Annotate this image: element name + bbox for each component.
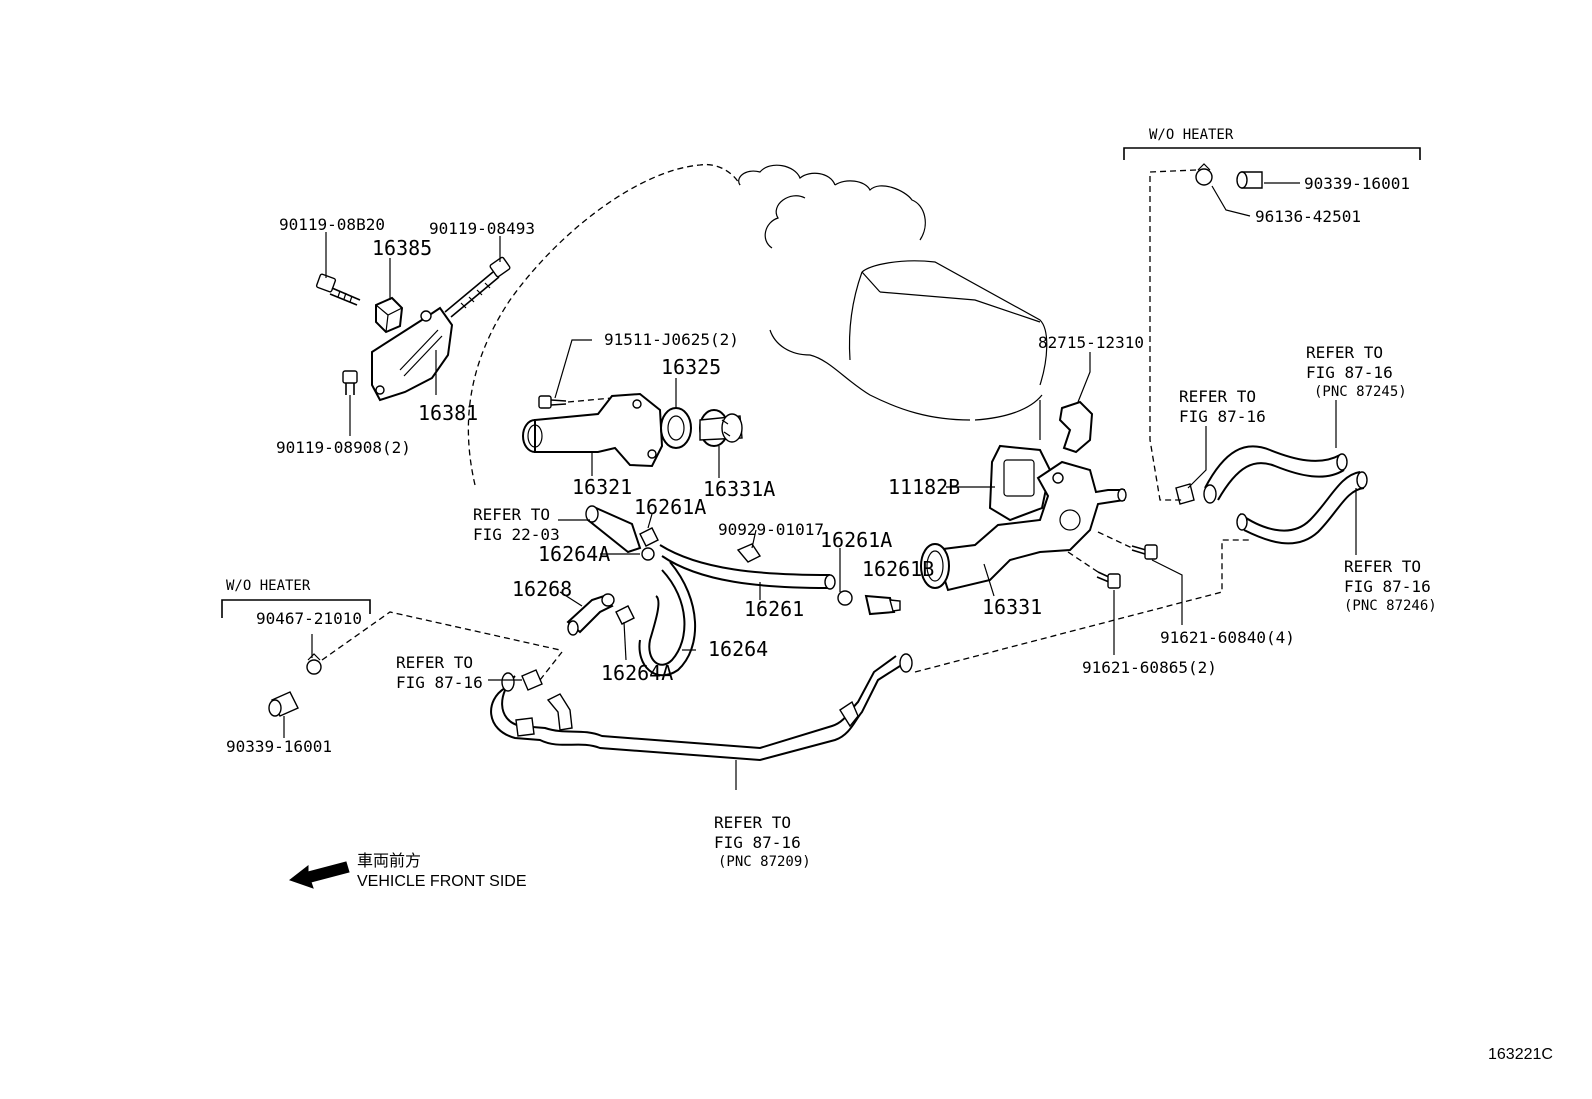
label-16331: 16331 bbox=[982, 595, 1042, 619]
label-90339-16001-left: 90339-16001 bbox=[226, 737, 332, 756]
direction-japanese: 車両前方 bbox=[357, 852, 421, 870]
label-16385: 16385 bbox=[372, 236, 432, 260]
label-91621-60865: 91621-60865(2) bbox=[1082, 658, 1217, 677]
clip-fig87-16-left bbox=[521, 669, 543, 691]
wo-heater-left-title: W/O HEATER bbox=[226, 578, 311, 594]
hose-87245 bbox=[1204, 445, 1345, 501]
hose-87246 bbox=[1239, 471, 1365, 545]
label-16325: 16325 bbox=[661, 355, 721, 379]
clip-16264a-top bbox=[641, 547, 655, 561]
label-91621-60840: 91621-60840(4) bbox=[1160, 628, 1295, 647]
label-16264: 16264 bbox=[708, 637, 768, 661]
connection-line bbox=[914, 539, 1252, 673]
label-16331a: 16331A bbox=[703, 477, 775, 501]
label-90929-01017: 90929-01017 bbox=[718, 520, 824, 539]
water-outlet-assembly bbox=[920, 352, 1183, 655]
fitting-16261b bbox=[864, 594, 901, 616]
label-11182b: 11182B bbox=[888, 475, 960, 499]
label-16264a-bottom: 16264A bbox=[601, 661, 673, 685]
refer-87245-line3: (PNC 87245) bbox=[1314, 384, 1407, 400]
bolt-90119-08493 bbox=[444, 256, 511, 318]
connector-fig22-03 bbox=[585, 505, 642, 554]
label-16261a-top: 16261A bbox=[634, 495, 706, 519]
label-16268: 16268 bbox=[512, 577, 572, 601]
label-90119-08b20: 90119-08B20 bbox=[279, 215, 385, 234]
plug-90339-16001-right bbox=[1236, 171, 1263, 189]
clip-16261a-top bbox=[639, 527, 659, 547]
leader-16331 bbox=[983, 563, 995, 597]
label-16261: 16261 bbox=[744, 597, 804, 621]
bolt-91621-60840 bbox=[1131, 544, 1158, 560]
refer-fig22-03-line2: FIG 22-03 bbox=[473, 525, 560, 544]
bolt-91511-j0625 bbox=[538, 395, 567, 409]
refer-87246-line3: (PNC 87246) bbox=[1344, 598, 1437, 614]
refer-87209-line2: FIG 87-16 bbox=[714, 833, 801, 852]
front-arrow-icon bbox=[288, 861, 350, 889]
refer-87246-line1: REFER TO bbox=[1344, 557, 1421, 576]
wo-heater-right-title: W/O HEATER bbox=[1149, 127, 1234, 143]
clamp-90467-21010 bbox=[306, 653, 322, 675]
direction-english: VEHICLE FRONT SIDE bbox=[357, 873, 527, 890]
clip-fig87-16-top bbox=[1175, 483, 1195, 505]
gasket-16325 bbox=[660, 407, 692, 449]
bolt-90119-08908 bbox=[342, 370, 358, 395]
label-16261a-right: 16261A bbox=[820, 528, 892, 552]
label-96136-42501: 96136-42501 bbox=[1255, 207, 1361, 226]
bypass-hoses bbox=[558, 505, 901, 677]
water-inlet-16321 bbox=[522, 392, 664, 468]
bracket-82715-12310 bbox=[1058, 400, 1094, 454]
clip-90929-01017 bbox=[736, 543, 762, 563]
right-hoses bbox=[1175, 400, 1368, 555]
refer-87246-line2: FIG 87-16 bbox=[1344, 577, 1431, 596]
hose-16261 bbox=[659, 544, 831, 589]
refer-fig87-16-top-line1: REFER TO bbox=[1179, 387, 1256, 406]
refer-fig87-16-left-line1: REFER TO bbox=[396, 653, 473, 672]
label-16381: 16381 bbox=[418, 401, 478, 425]
refer-87209-line1: REFER TO bbox=[714, 813, 791, 832]
leader-91511 bbox=[554, 339, 592, 399]
hose-16268 bbox=[566, 593, 615, 636]
bolt-90119-08b20 bbox=[315, 273, 361, 306]
thermostat-16331a bbox=[699, 409, 743, 447]
water-outlet-16331 bbox=[920, 460, 1127, 592]
refer-87245-line1: REFER TO bbox=[1306, 343, 1383, 362]
label-16261b: 16261B bbox=[862, 557, 934, 581]
bracket-16381 bbox=[371, 306, 454, 402]
label-16264a-top: 16264A bbox=[538, 542, 610, 566]
label-82715-12310: 82715-12310 bbox=[1038, 333, 1144, 352]
clip-16264a-bottom bbox=[615, 605, 635, 625]
refer-fig22-03-line1: REFER TO bbox=[473, 505, 550, 524]
nut-16385 bbox=[375, 296, 404, 334]
figure-code: 163221C bbox=[1488, 1046, 1553, 1063]
hose-16264 bbox=[638, 561, 696, 677]
label-91511-j0625: 91511-J0625(2) bbox=[604, 330, 739, 349]
label-90119-08493: 90119-08493 bbox=[429, 219, 535, 238]
refer-87209-line3: (PNC 87209) bbox=[718, 854, 811, 870]
water-pipe-87209 bbox=[490, 653, 913, 790]
label-90467-21010: 90467-21010 bbox=[256, 609, 362, 628]
clip-16261a-right bbox=[837, 590, 853, 606]
refer-fig87-16-left-line2: FIG 87-16 bbox=[396, 673, 483, 692]
refer-fig87-16-top-line2: FIG 87-16 bbox=[1179, 407, 1266, 426]
bolt-91621-60865 bbox=[1096, 571, 1121, 589]
engine-outline bbox=[467, 163, 1048, 486]
label-90339-16001-right: 90339-16001 bbox=[1304, 174, 1410, 193]
wo-heater-left-group bbox=[221, 599, 561, 738]
bracket-assembly bbox=[315, 232, 511, 436]
plug-90339-16001-left bbox=[268, 691, 299, 717]
label-90119-08908: 90119-08908(2) bbox=[276, 438, 411, 457]
clamp-96136-42501 bbox=[1195, 163, 1213, 186]
label-16321: 16321 bbox=[572, 475, 632, 499]
water-inlet-assembly bbox=[522, 339, 743, 478]
wo-heater-right-group bbox=[1123, 147, 1421, 501]
refer-87245-line2: FIG 87-16 bbox=[1306, 363, 1393, 382]
